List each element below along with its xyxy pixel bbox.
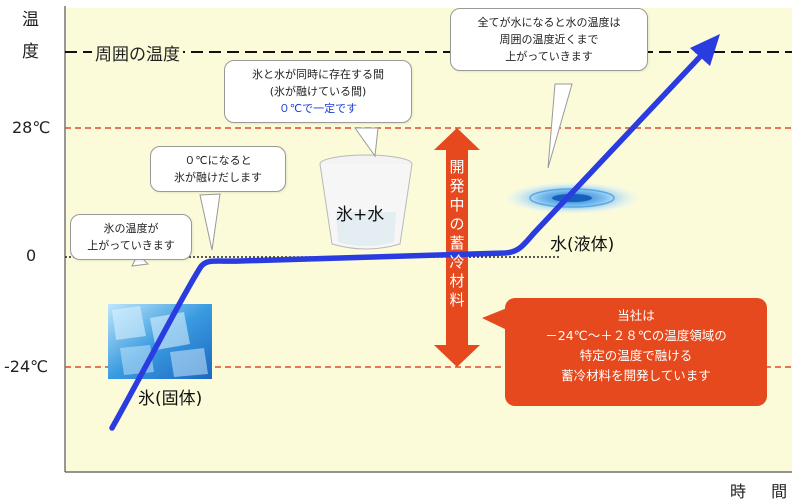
state-label-solid: 氷(固体) (138, 389, 203, 409)
company-line: －24℃～＋２８℃の温度領域の (545, 328, 727, 343)
y-axis-label-char: 度 (22, 42, 39, 62)
dev-char: 中 (449, 196, 465, 214)
dev-char: 材 (449, 272, 465, 290)
development-arrow-label: 開 発 中 の 蓄 冷 材 料 (446, 158, 468, 310)
development-range-arrow (434, 128, 480, 367)
dev-char: 冷 (449, 253, 465, 271)
tick-label-zero: 0 (26, 246, 37, 265)
callout-ice-rising: 氷の温度が 上がっていきます (70, 214, 192, 260)
callout-melting-start: ０℃になると 氷が融けだします (150, 146, 286, 192)
glass-image (319, 154, 413, 250)
state-label-mixed: 氷+水 (336, 205, 385, 225)
callout-line: ０℃になると (184, 154, 252, 167)
callout-line: ０℃で一定です (278, 102, 358, 115)
callout-line: 氷と水が同時に存在する間 (252, 68, 384, 81)
curve-arrowhead (690, 34, 720, 66)
company-box-tail (482, 308, 507, 330)
ambient-temperature-label: 周囲の温度 (92, 40, 183, 65)
callout-line: 氷が融けだします (174, 171, 262, 184)
callout-line: 上がっていきます (87, 239, 175, 252)
y-axis-label-char: 温 (22, 10, 39, 30)
company-info-box: 当社は －24℃～＋２８℃の温度領域の 特定の温度で融ける 蓄冷材料を開発してい… (505, 298, 767, 406)
callout-line: 上がっていきます (505, 50, 593, 63)
callout-line: 氷の温度が (103, 222, 159, 235)
callout-coexist: 氷と水が同時に存在する間 (氷が融けている間) ０℃で一定です (224, 60, 412, 123)
water-splash-image (506, 182, 638, 214)
company-line: 特定の温度で融ける (579, 348, 693, 363)
dev-char: 料 (449, 291, 465, 309)
tick-label-minus24c: -24℃ (4, 357, 49, 376)
dev-char: の (449, 215, 465, 233)
x-axis-label: 時 間 (730, 482, 798, 501)
dev-char: 蓄 (449, 234, 465, 252)
state-label-liquid: 水(液体) (550, 235, 615, 255)
callout-tail (354, 127, 379, 158)
callout-tail (199, 193, 221, 251)
callout-line: (氷が融けている間) (269, 85, 367, 98)
callout-line: 周囲の温度近くまで (499, 33, 599, 46)
callout-liquid: 全てが水になると水の温度は 周囲の温度近くまで 上がっていきます (450, 8, 648, 71)
dev-char: 開 (449, 158, 465, 176)
callout-line: 全てが水になると水の温度は (477, 16, 621, 29)
company-line: 当社は (617, 308, 655, 323)
dev-char: 発 (449, 177, 465, 195)
tick-label-28c: 28℃ (12, 118, 51, 137)
temperature-curve (109, 41, 715, 431)
y-axis-label: 温 度 (22, 4, 39, 68)
callout-tail (547, 83, 573, 169)
company-line: 蓄冷材料を開発しています (561, 368, 711, 383)
